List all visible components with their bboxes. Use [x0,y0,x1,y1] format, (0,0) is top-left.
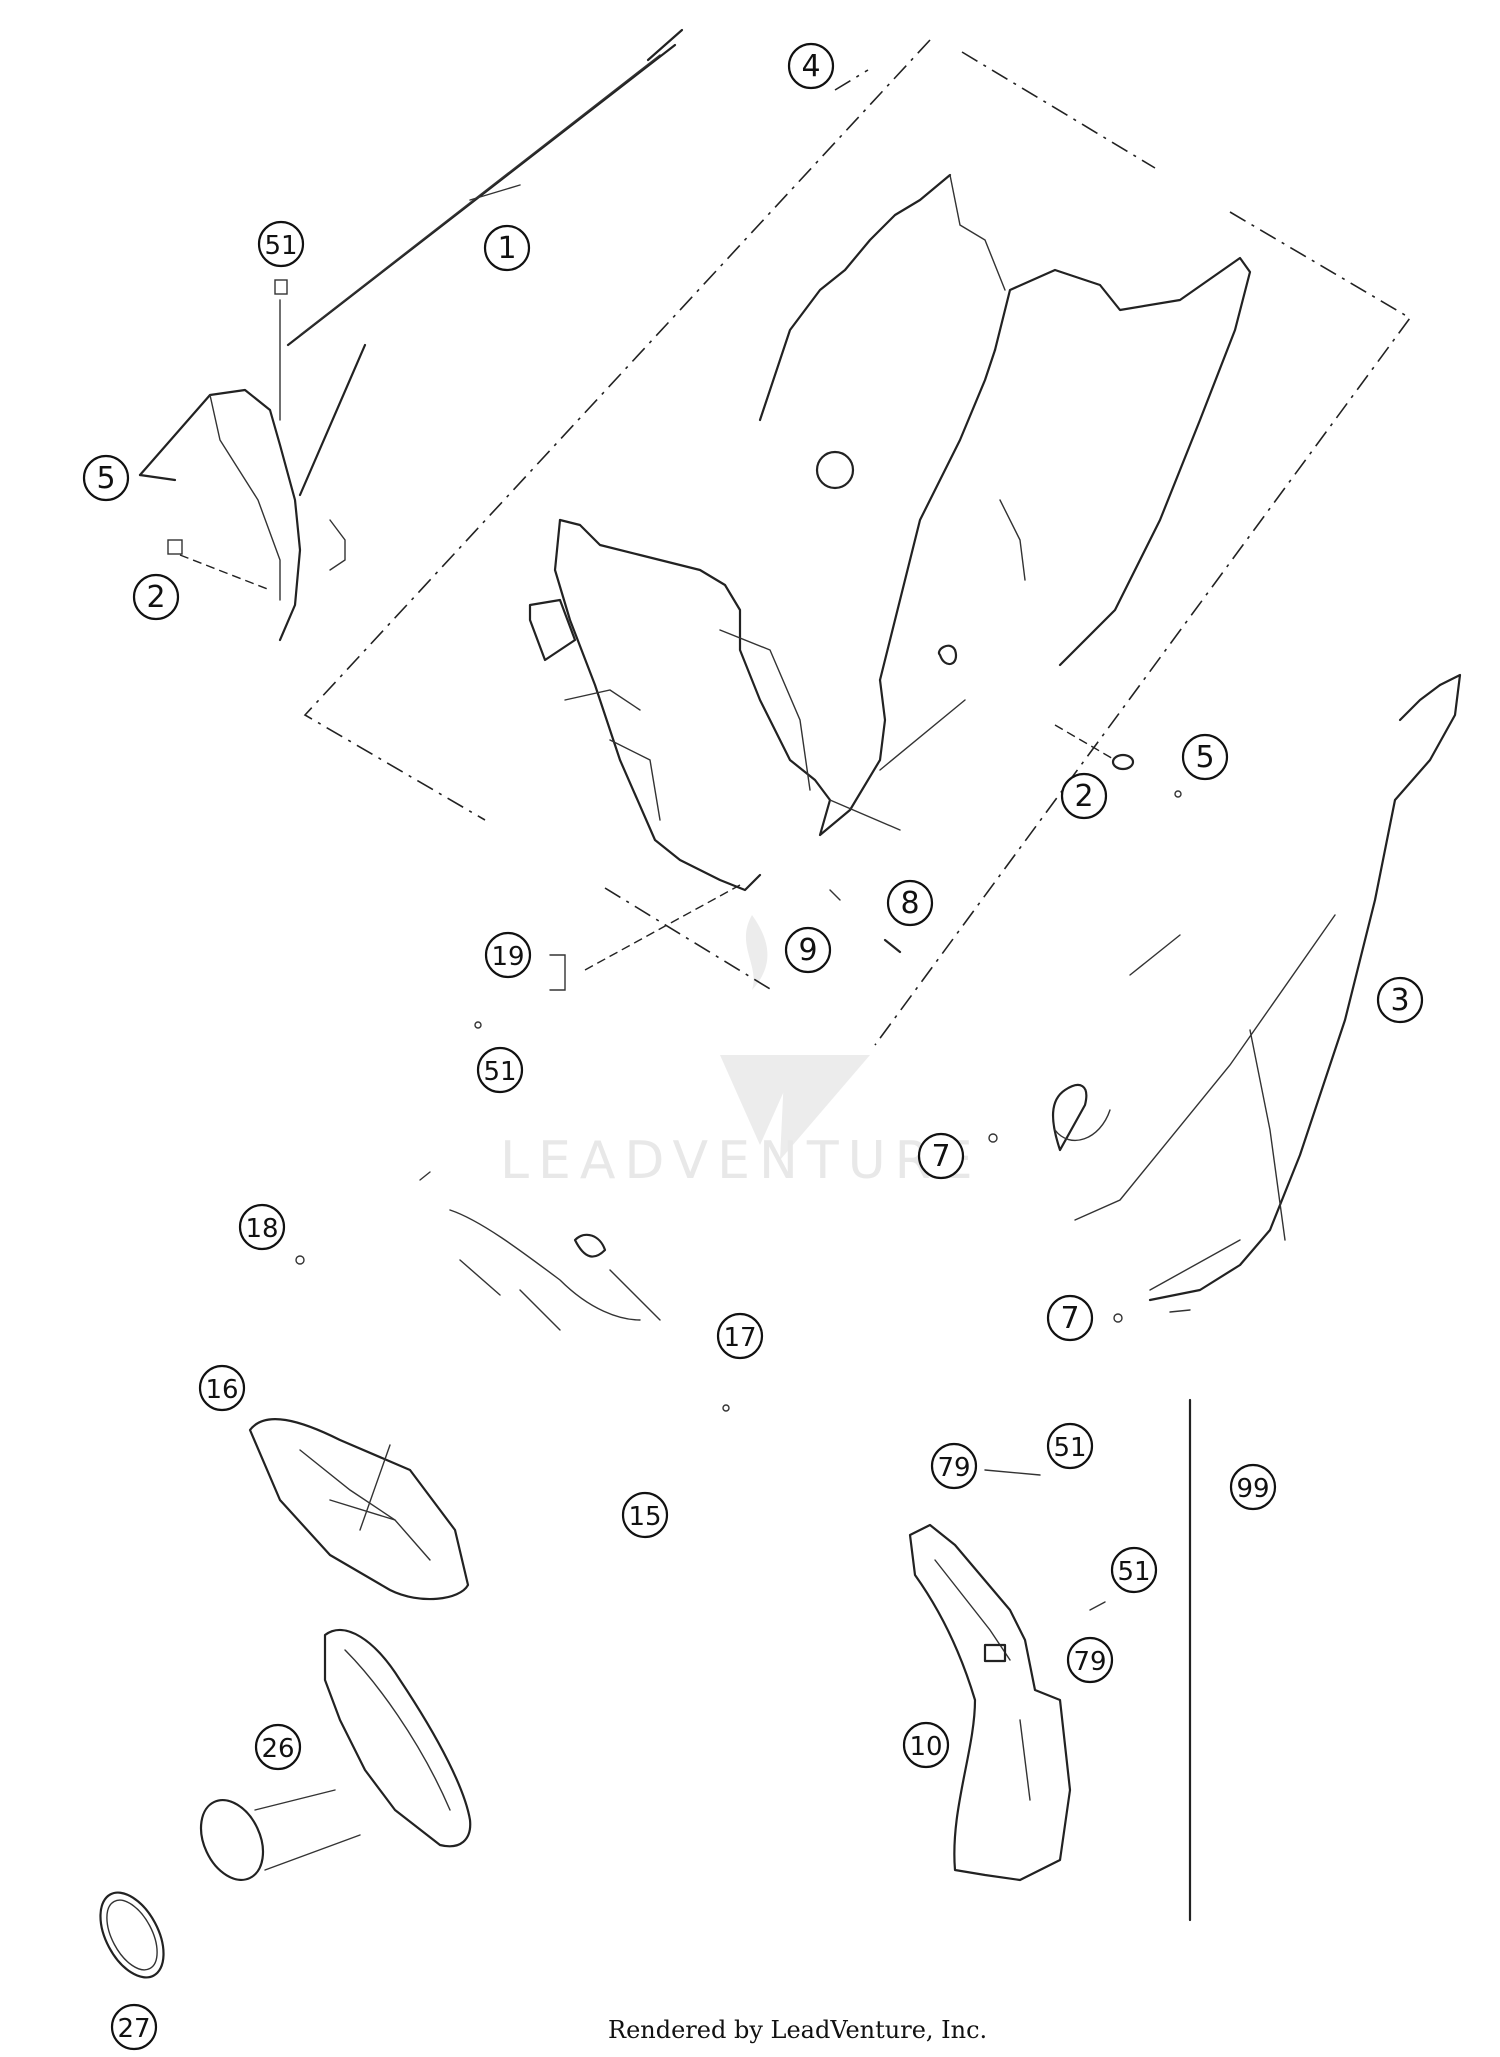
callout-1: 1 [483,224,531,272]
callout-19: 19 [484,931,532,979]
callout-8: 8 [886,879,934,927]
watermark: LEADVENTURE [500,915,982,1191]
part-3-right-side-panel [988,673,1462,1323]
callout-number: 51 [1053,1433,1086,1463]
callout-17: 17 [716,1312,764,1360]
callout-number: 79 [937,1453,970,1483]
callout-3: 3 [1376,976,1424,1024]
callout-circle [621,1491,669,1539]
callout-number: 2 [146,580,165,615]
hardware-8-9-19 [474,884,902,1029]
callout-circle [917,1132,965,1180]
callout-number: 79 [1073,1647,1106,1677]
callout-circle [132,573,180,621]
callout-circle [902,1721,950,1769]
callout-number: 17 [723,1323,756,1353]
callout-number: 51 [483,1057,516,1087]
callout-circle [238,1203,286,1251]
callout-number: 8 [900,886,919,921]
callout-number: 51 [264,231,297,261]
callout-51: 51 [257,220,305,268]
callout-7: 7 [917,1132,965,1180]
callout-51: 51 [476,1046,524,1094]
callout-51: 51 [1110,1546,1158,1594]
callout-number: 26 [261,1734,294,1764]
callout-labels: 1 51 5 2 4 2 5 8 19 9 51 3 7 18 7 17 16 15 79 51 99 51 79 26 10 2… [82,42,1424,2051]
callout-4: 4 [787,42,835,90]
callout-circle [1229,1463,1277,1511]
part-left-side-panel [138,279,346,642]
part-26-intake-boot [199,1629,472,1881]
callout-circle [1046,1422,1094,1470]
part-1-frame-rail [286,28,684,497]
callout-10: 10 [902,1721,950,1769]
footer-credit: Rendered by LeadVenture, Inc. [608,2016,987,2044]
leadventure-logo-icon [720,915,870,1160]
callout-26: 26 [254,1723,302,1771]
callout-number: 4 [801,49,820,84]
callout-circle [787,42,835,90]
part-27-clamp [99,1891,165,1979]
callout-number: 15 [628,1502,661,1532]
callout-circle [886,879,934,927]
callout-number: 99 [1236,1474,1269,1504]
callout-2: 2 [132,573,180,621]
part-17-18-filter-cage [295,1171,730,1412]
callout-79: 79 [930,1442,978,1490]
callout-circle [476,1046,524,1094]
callout-79: 79 [1066,1636,1114,1684]
callout-99: 99 [1229,1463,1277,1511]
callout-number: 10 [909,1732,942,1762]
callout-number: 51 [1117,1557,1150,1587]
callout-number: 1 [497,231,516,266]
callout-circle [1110,1546,1158,1594]
callout-circle [1181,733,1229,781]
callout-number: 5 [96,461,115,496]
part-16-filter [248,1418,470,1601]
callout-5: 5 [1181,733,1229,781]
callout-number: 5 [1195,740,1214,775]
callout-number: 16 [205,1375,238,1405]
callout-27: 27 [110,2003,158,2051]
callout-15: 15 [621,1491,669,1539]
callout-number: 27 [117,2014,150,2044]
callout-circle [484,931,532,979]
callout-circle [716,1312,764,1360]
callout-5: 5 [82,454,130,502]
callout-circle [1046,1294,1094,1342]
callout-circle [257,220,305,268]
callout-circle [1060,772,1108,820]
callout-number: 19 [491,942,524,972]
callout-16: 16 [198,1364,246,1412]
callout-circle [483,224,531,272]
callout-circle [1376,976,1424,1024]
callout-number: 7 [931,1139,950,1174]
callout-circle [254,1723,302,1771]
callout-number: 18 [245,1214,278,1244]
callout-2: 2 [1060,772,1108,820]
callout-circle [1066,1636,1114,1684]
callout-51: 51 [1046,1422,1094,1470]
callout-number: 7 [1060,1301,1079,1336]
part-4-air-box [528,173,1252,892]
callout-7: 7 [1046,1294,1094,1342]
callout-18: 18 [238,1203,286,1251]
callout-number: 3 [1390,983,1409,1018]
callout-number: 9 [798,933,817,968]
callout-circle [784,926,832,974]
callout-circle [198,1364,246,1412]
callout-9: 9 [784,926,832,974]
part-10-bracket [908,1469,1106,1882]
callout-circle [930,1442,978,1490]
callout-circle [82,454,130,502]
watermark-text: LEADVENTURE [500,1131,982,1191]
callout-circle [110,2003,158,2051]
hardware-right-washer [1054,724,1182,798]
callout-number: 2 [1074,779,1093,814]
frame-assembly-box [303,39,1412,1046]
